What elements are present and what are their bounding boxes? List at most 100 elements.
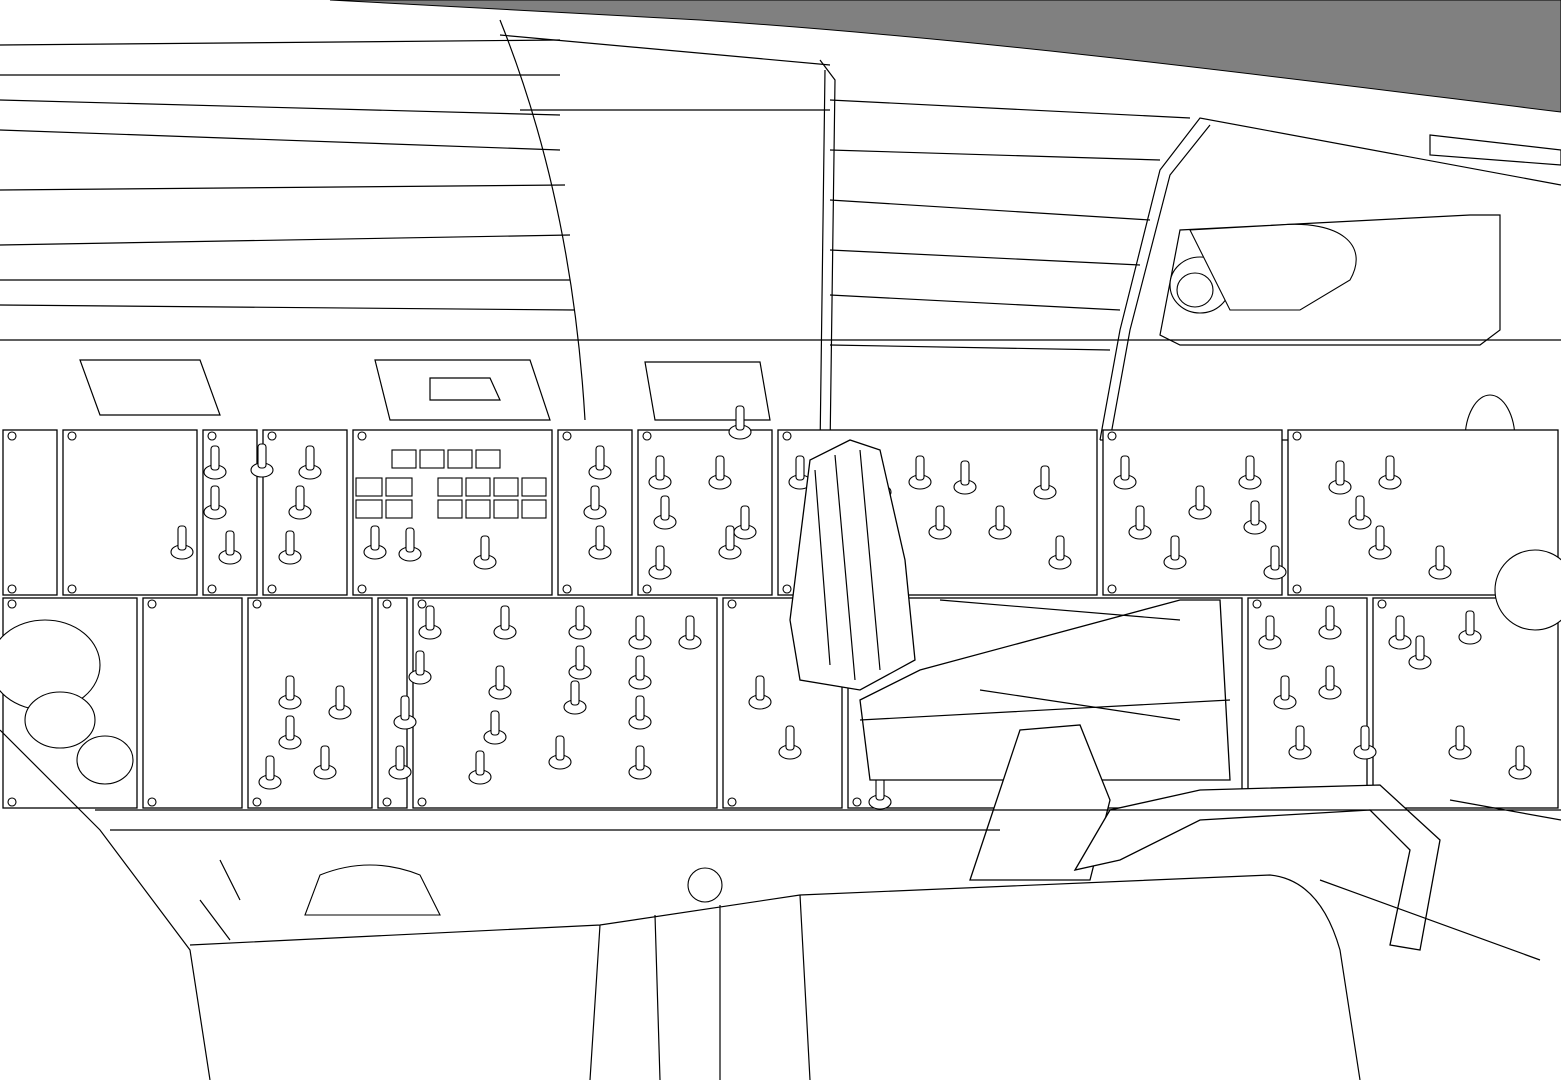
toggle-switch-lever bbox=[1415, 635, 1425, 661]
push-button bbox=[385, 499, 413, 519]
frame-edge-line bbox=[499, 19, 836, 451]
toggle-switch-lever bbox=[1280, 675, 1290, 701]
panel-seam-line bbox=[829, 294, 1121, 311]
switch-guards bbox=[79, 359, 771, 421]
push-button bbox=[447, 449, 473, 469]
toggle-switch-lever bbox=[1360, 725, 1370, 751]
toggle-switch-lever bbox=[285, 675, 295, 701]
toggle-switch-lever bbox=[1335, 460, 1345, 486]
toggle-switch-lever bbox=[495, 665, 505, 691]
push-button bbox=[521, 477, 547, 497]
toggle-switch-lever bbox=[1040, 465, 1050, 491]
panel-screw bbox=[207, 431, 217, 441]
toggle-switch-lever bbox=[1355, 495, 1365, 521]
toggle-switch-lever bbox=[225, 530, 235, 556]
toggle-switch-lever bbox=[1250, 500, 1260, 526]
toggle-switch-lever bbox=[735, 405, 745, 431]
push-button bbox=[391, 449, 417, 469]
push-button bbox=[355, 499, 383, 519]
panel-seam-line bbox=[0, 184, 566, 191]
panel-screw bbox=[7, 584, 17, 594]
toggle-switch-lever bbox=[685, 615, 695, 641]
toggle-switch-lever bbox=[210, 445, 220, 471]
toggle-switch-lever bbox=[635, 695, 645, 721]
panel-screw bbox=[67, 584, 77, 594]
ceiling-band bbox=[329, 0, 1561, 113]
toggle-switch-lever bbox=[595, 525, 605, 551]
push-button bbox=[437, 477, 463, 497]
panel-screw bbox=[1377, 599, 1387, 609]
panel-screw bbox=[562, 431, 572, 441]
panel-screw bbox=[1107, 431, 1117, 441]
push-button bbox=[355, 477, 383, 497]
toggle-switch-lever bbox=[265, 755, 275, 781]
panel-seam-line bbox=[499, 34, 831, 66]
panel-screw bbox=[147, 599, 157, 609]
toggle-switch-lever bbox=[1455, 725, 1465, 751]
toggle-switch-lever bbox=[785, 725, 795, 751]
panel-screw bbox=[1107, 584, 1117, 594]
right-side-panel bbox=[1099, 117, 1561, 441]
push-button bbox=[465, 499, 491, 519]
toggle-switch-lever bbox=[475, 750, 485, 776]
panel-screw bbox=[207, 584, 217, 594]
push-button bbox=[465, 477, 491, 497]
toggle-switch-lever bbox=[635, 745, 645, 771]
toggle-switch-lever bbox=[285, 530, 295, 556]
panel-screw bbox=[782, 584, 792, 594]
panel-screw bbox=[642, 584, 652, 594]
toggle-switch-lever bbox=[715, 455, 725, 481]
toggle-switch-lever bbox=[635, 615, 645, 641]
toggle-switch-lever bbox=[335, 685, 345, 711]
panel-screw bbox=[417, 797, 427, 807]
toggle-switch-lever bbox=[575, 605, 585, 631]
panel-screw bbox=[67, 431, 77, 441]
panel-screw bbox=[417, 599, 427, 609]
panel-seam-line bbox=[829, 249, 1141, 266]
panel-screw bbox=[852, 797, 862, 807]
panel-screw bbox=[1292, 431, 1302, 441]
panel-screw bbox=[1252, 599, 1262, 609]
toggle-switch-lever bbox=[1195, 485, 1205, 511]
toggle-switch-lever bbox=[725, 525, 735, 551]
panel-screw bbox=[1292, 584, 1302, 594]
console-panel bbox=[412, 597, 718, 809]
toggle-switch-lever bbox=[305, 445, 315, 471]
toggle-switch-lever bbox=[1170, 535, 1180, 561]
toggle-switch-lever bbox=[1265, 615, 1275, 641]
toggle-switch-lever bbox=[1295, 725, 1305, 751]
panel-screw bbox=[7, 599, 17, 609]
panel-screw bbox=[252, 797, 262, 807]
console-panel bbox=[62, 429, 198, 596]
toggle-switch-lever bbox=[1245, 455, 1255, 481]
toggle-switch-lever bbox=[405, 527, 415, 553]
toggle-switch-lever bbox=[1515, 745, 1525, 771]
panel-screw bbox=[562, 584, 572, 594]
panel-screw bbox=[147, 797, 157, 807]
panel-screw bbox=[382, 797, 392, 807]
left-air-vent bbox=[0, 619, 134, 785]
push-button bbox=[521, 499, 547, 519]
toggle-switch-lever bbox=[1375, 525, 1385, 551]
toggle-switch-lever bbox=[400, 695, 410, 721]
air-vent-nozzle bbox=[1169, 223, 1357, 314]
toggle-switch-lever bbox=[1325, 605, 1335, 631]
panel-seam-line bbox=[0, 129, 561, 151]
panel-seam-line bbox=[0, 39, 561, 46]
toggle-switch-lever bbox=[995, 505, 1005, 531]
toggle-switch-lever bbox=[915, 455, 925, 481]
toggle-switch-lever bbox=[1135, 505, 1145, 531]
panel-screw bbox=[642, 431, 652, 441]
panel-seam-line bbox=[829, 99, 1191, 119]
toggle-switch-lever bbox=[1435, 545, 1445, 571]
toggle-switch-lever bbox=[1395, 615, 1405, 641]
toggle-switch-lever bbox=[660, 495, 670, 521]
panel-seam-line bbox=[829, 149, 1161, 161]
toggle-switch-lever bbox=[480, 535, 490, 561]
panel-screw bbox=[7, 431, 17, 441]
console-lower-structure bbox=[0, 339, 1561, 1080]
glareshield-wireframe bbox=[0, 19, 1191, 451]
panel-screw bbox=[727, 599, 737, 609]
toggle-switch-lever bbox=[655, 545, 665, 571]
console-panel bbox=[142, 597, 243, 809]
